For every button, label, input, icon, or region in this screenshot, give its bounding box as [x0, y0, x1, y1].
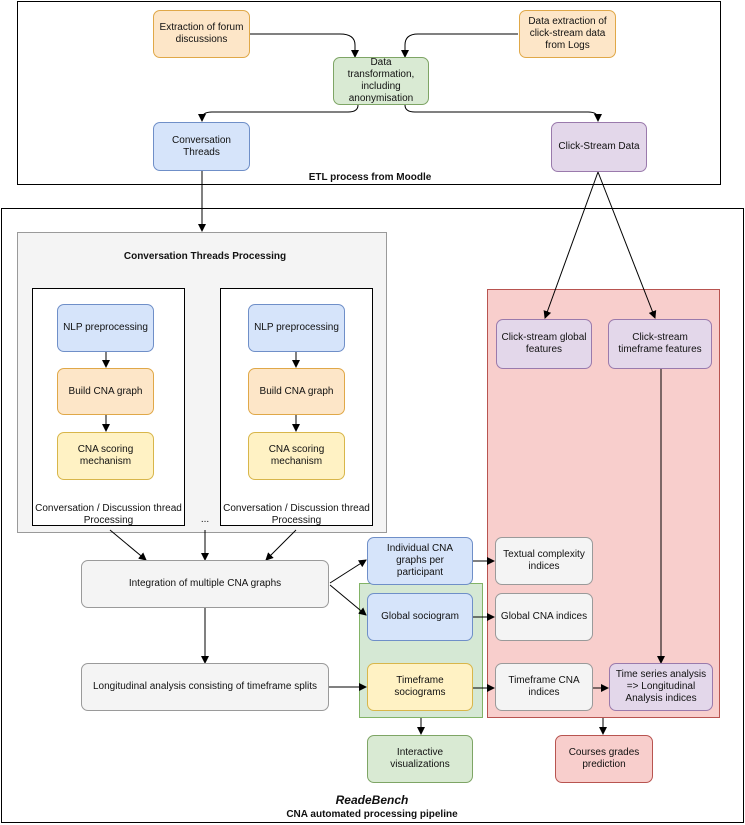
node-cna-scoring-2: CNA scoring mechanism	[248, 432, 345, 480]
node-individual-cna-graphs: Individual CNA graphs per participant	[367, 537, 473, 585]
node-clickstream-global-features: Click-stream global features	[496, 319, 592, 369]
label-conversation-threads-processing: Conversation Threads Processing	[123, 251, 287, 262]
node-textual-complexity-indices: Textual complexity indices	[495, 537, 593, 585]
pipeline-frame	[1, 208, 744, 823]
node-data-transformation: Data transformation, including anonymisa…	[333, 57, 429, 105]
node-conversation-threads: Conversation Threads	[153, 122, 250, 171]
node-clickstream-extraction: Data extraction of click-stream data fro…	[519, 10, 616, 58]
node-global-sociogram: Global sociogram	[367, 593, 473, 641]
node-time-series-analysis: Time series analysis => Longitudinal Ana…	[609, 663, 713, 711]
label-ellipsis: ...	[200, 514, 210, 525]
label-cna-pipeline: CNA automated processing pipeline	[286, 809, 458, 820]
node-build-cna-graph-1: Build CNA graph	[57, 368, 154, 415]
etl-frame	[17, 1, 721, 185]
node-global-cna-indices: Global CNA indices	[495, 593, 593, 641]
node-integration: Integration of multiple CNA graphs	[81, 560, 329, 608]
node-nlp-preprocessing-2: NLP preprocessing	[248, 304, 345, 352]
node-forum-extraction: Extraction of forum discussions	[153, 10, 250, 58]
node-longitudinal-analysis: Longitudinal analysis consisting of time…	[81, 663, 329, 711]
label-etl-process: ETL process from Moodle	[308, 172, 432, 183]
label-thread-processing-1: Conversation / Discussion thread Process…	[35, 503, 182, 526]
label-thread-processing-2: Conversation / Discussion thread Process…	[223, 503, 370, 526]
node-timeframe-sociograms: Timeframe sociograms	[367, 663, 473, 711]
label-readebench: ReadeBench	[335, 793, 409, 807]
node-courses-grades-prediction: Courses grades prediction	[555, 735, 653, 783]
node-interactive-visualizations: Interactive visualizations	[367, 735, 473, 783]
node-clickstream-timeframe-features: Click-stream timeframe features	[608, 319, 712, 369]
node-timeframe-cna-indices: Timeframe CNA indices	[495, 663, 593, 711]
node-cna-scoring-1: CNA scoring mechanism	[57, 432, 154, 480]
node-build-cna-graph-2: Build CNA graph	[248, 368, 345, 415]
node-nlp-preprocessing-1: NLP preprocessing	[57, 304, 154, 352]
node-clickstream-data: Click-Stream Data	[551, 122, 647, 172]
